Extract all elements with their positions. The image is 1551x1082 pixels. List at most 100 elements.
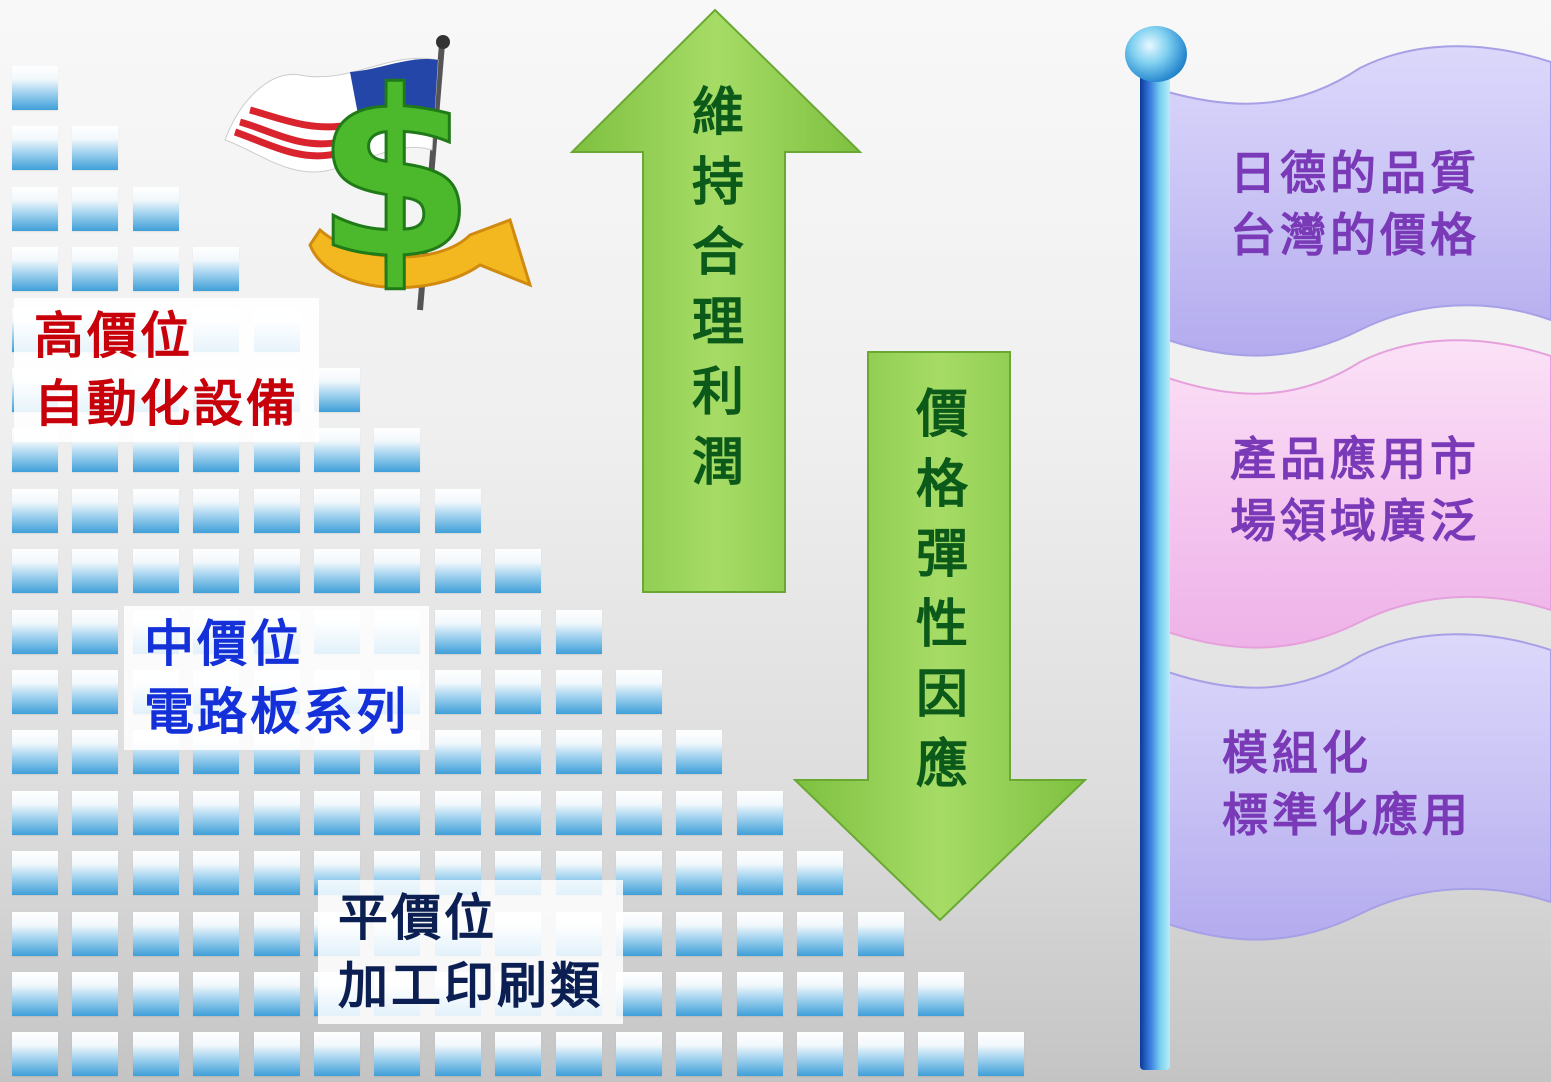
- bar-block: [193, 549, 240, 594]
- bar-block: [736, 851, 783, 896]
- bar-block: [12, 670, 58, 714]
- bar-block: [555, 730, 602, 775]
- bar-block: [132, 972, 179, 1016]
- bar-block: [918, 972, 964, 1016]
- up-char: 持: [691, 153, 744, 213]
- bar-block: [616, 972, 662, 1016]
- bar-block: [495, 730, 542, 775]
- flag-3-line-2: 標準化應用: [1222, 788, 1472, 842]
- flag-3-line-1: 模組化: [1222, 726, 1372, 780]
- flag-3-text: 模組化 標準化應用: [1190, 722, 1520, 846]
- low-tier-subtitle: 加工印刷類: [338, 957, 603, 1015]
- bar-block: [253, 1032, 300, 1077]
- bar-block: [676, 1032, 723, 1077]
- bar-block: [12, 247, 58, 292]
- bar-block: [193, 1032, 240, 1077]
- bar-block: [193, 911, 240, 956]
- bar-block: [616, 790, 662, 835]
- bar-block: [374, 428, 421, 473]
- bar-block: [12, 549, 58, 594]
- bar-block: [253, 790, 300, 835]
- up-char: 合: [691, 223, 744, 283]
- bar-block: [374, 790, 421, 835]
- bar-block: [12, 1032, 58, 1077]
- svg-text:$: $: [315, 43, 475, 310]
- bar-block: [495, 549, 542, 594]
- bar-block: [616, 851, 662, 896]
- bar-block: [434, 609, 481, 654]
- bar-block: [12, 911, 58, 956]
- bar-block: [12, 488, 58, 533]
- flag-1-line-2: 台灣的價格: [1230, 208, 1480, 262]
- bar-block: [434, 1032, 481, 1077]
- bar-block: [676, 911, 723, 956]
- bar-block: [253, 851, 300, 896]
- bar-block: [12, 186, 58, 231]
- flag-pole: [1140, 70, 1170, 1070]
- down-char: 彈: [915, 525, 968, 585]
- bar-block: [857, 1032, 904, 1077]
- bar-block: [193, 851, 240, 896]
- bar-block: [314, 488, 360, 533]
- bar-block: [555, 790, 602, 835]
- bar-block: [72, 851, 119, 896]
- low-tier-title: 平價位: [338, 889, 497, 947]
- bar-block: [495, 1032, 542, 1077]
- bar-block: [857, 911, 904, 956]
- bar-block: [797, 851, 844, 896]
- bar-block: [12, 126, 58, 171]
- bar-block: [736, 911, 783, 956]
- bar-block: [314, 428, 360, 473]
- bar-block: [616, 911, 662, 956]
- bar-block: [132, 549, 179, 594]
- bar-block: [132, 186, 179, 231]
- up-char: 潤: [691, 433, 744, 493]
- high-tier-subtitle: 自動化設備: [34, 375, 299, 433]
- down-char: 價: [915, 385, 968, 445]
- bar-block: [736, 972, 783, 1016]
- bar-block: [132, 851, 179, 896]
- bar-block: [132, 1032, 179, 1077]
- bar-block: [72, 126, 119, 171]
- flag-2-line-2: 場領域廣泛: [1230, 494, 1480, 548]
- bar-block: [72, 549, 119, 594]
- bar-block: [374, 1032, 421, 1077]
- flag-1-line-1: 日德的品質: [1230, 146, 1480, 200]
- bar-block: [797, 911, 844, 956]
- bar-block: [314, 790, 360, 835]
- bar-block: [676, 851, 723, 896]
- bar-block: [193, 972, 240, 1016]
- bar-block: [12, 66, 58, 110]
- bar-block: [616, 730, 662, 775]
- down-char: 因: [915, 665, 968, 725]
- bar-block: [253, 972, 300, 1016]
- bar-block: [72, 186, 119, 231]
- bar-block: [978, 1032, 1025, 1077]
- bar-block: [132, 488, 179, 533]
- bar-block: [72, 972, 119, 1016]
- bar-block: [193, 247, 240, 292]
- bar-block: [434, 549, 481, 594]
- bar-block: [132, 790, 179, 835]
- mid-tier-subtitle: 電路板系列: [144, 683, 409, 741]
- high-tier-title: 高價位: [34, 307, 193, 365]
- bar-block: [736, 790, 783, 835]
- bar-block: [72, 247, 119, 292]
- bar-block: [193, 488, 240, 533]
- bar-block: [797, 1032, 844, 1077]
- bar-block: [736, 1032, 783, 1077]
- up-char: 利: [691, 363, 744, 423]
- bar-block: [253, 488, 300, 533]
- bar-block: [555, 670, 602, 714]
- bar-block: [72, 488, 119, 533]
- high-tier-label: 高價位 自動化設備: [14, 298, 319, 442]
- bar-block: [12, 851, 58, 896]
- bar-block: [434, 670, 481, 714]
- down-char: 格: [915, 455, 968, 515]
- bar-block: [72, 609, 119, 654]
- bar-block: [72, 670, 119, 714]
- bar-block: [132, 911, 179, 956]
- bar-block: [616, 670, 662, 714]
- flag-2-text: 產品應用市 場領域廣泛: [1190, 428, 1520, 552]
- bar-block: [495, 670, 542, 714]
